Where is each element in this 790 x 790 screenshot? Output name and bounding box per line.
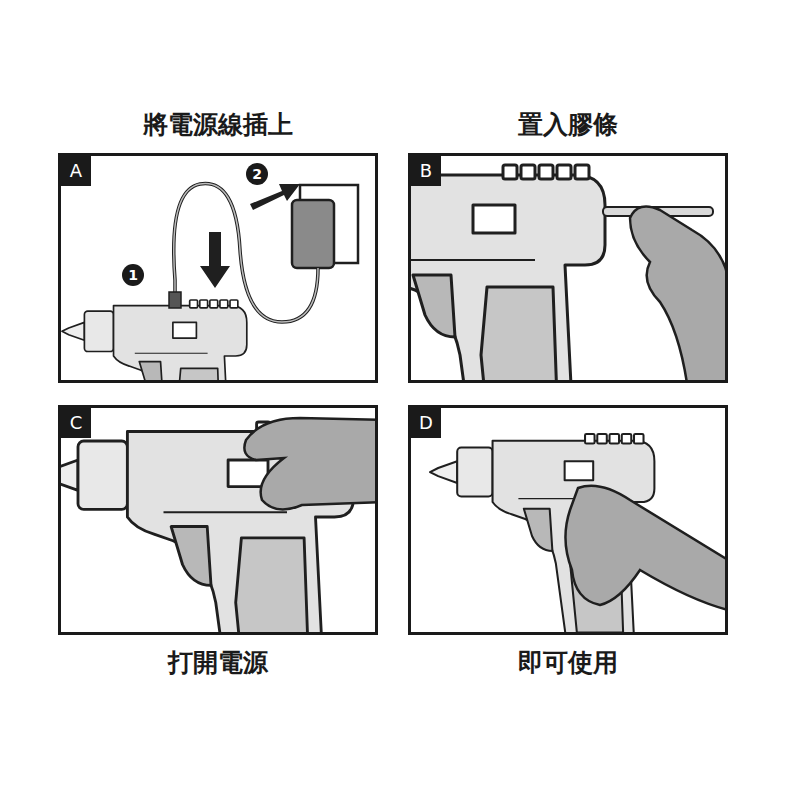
power-on-scene <box>58 418 378 635</box>
step-heading: 即可使用 <box>371 648 765 678</box>
power-cord <box>174 184 318 322</box>
step-panel: 置入膠條B <box>408 153 728 383</box>
callout-number: 1 <box>122 264 144 286</box>
glue-gun <box>408 165 605 383</box>
power-adapter <box>292 200 334 268</box>
hand <box>565 486 728 610</box>
plug-in-scene <box>62 184 358 383</box>
step-panel: 將電源線插上A <box>58 153 378 383</box>
plug-arrow <box>250 184 300 210</box>
glue-gun <box>62 300 247 383</box>
step-panel: D即可使用 <box>408 405 728 635</box>
glue-stick-scene <box>408 165 728 383</box>
ready-scene <box>430 434 728 635</box>
step-heading: 打開電源 <box>21 648 415 678</box>
step-letter: A <box>61 156 91 186</box>
step-heading: 置入膠條 <box>371 110 765 140</box>
callout-number: 2 <box>246 163 268 185</box>
step-letter: C <box>61 408 91 438</box>
hand <box>630 206 728 383</box>
insert-arrow <box>200 232 230 288</box>
step-heading: 將電源線插上 <box>21 110 415 140</box>
step-panel: C打開電源 <box>58 405 378 635</box>
power-cord <box>174 184 318 322</box>
hand <box>244 418 378 509</box>
step-letter: D <box>411 408 441 438</box>
step-letter: B <box>411 156 441 186</box>
cord-plug <box>169 292 181 308</box>
